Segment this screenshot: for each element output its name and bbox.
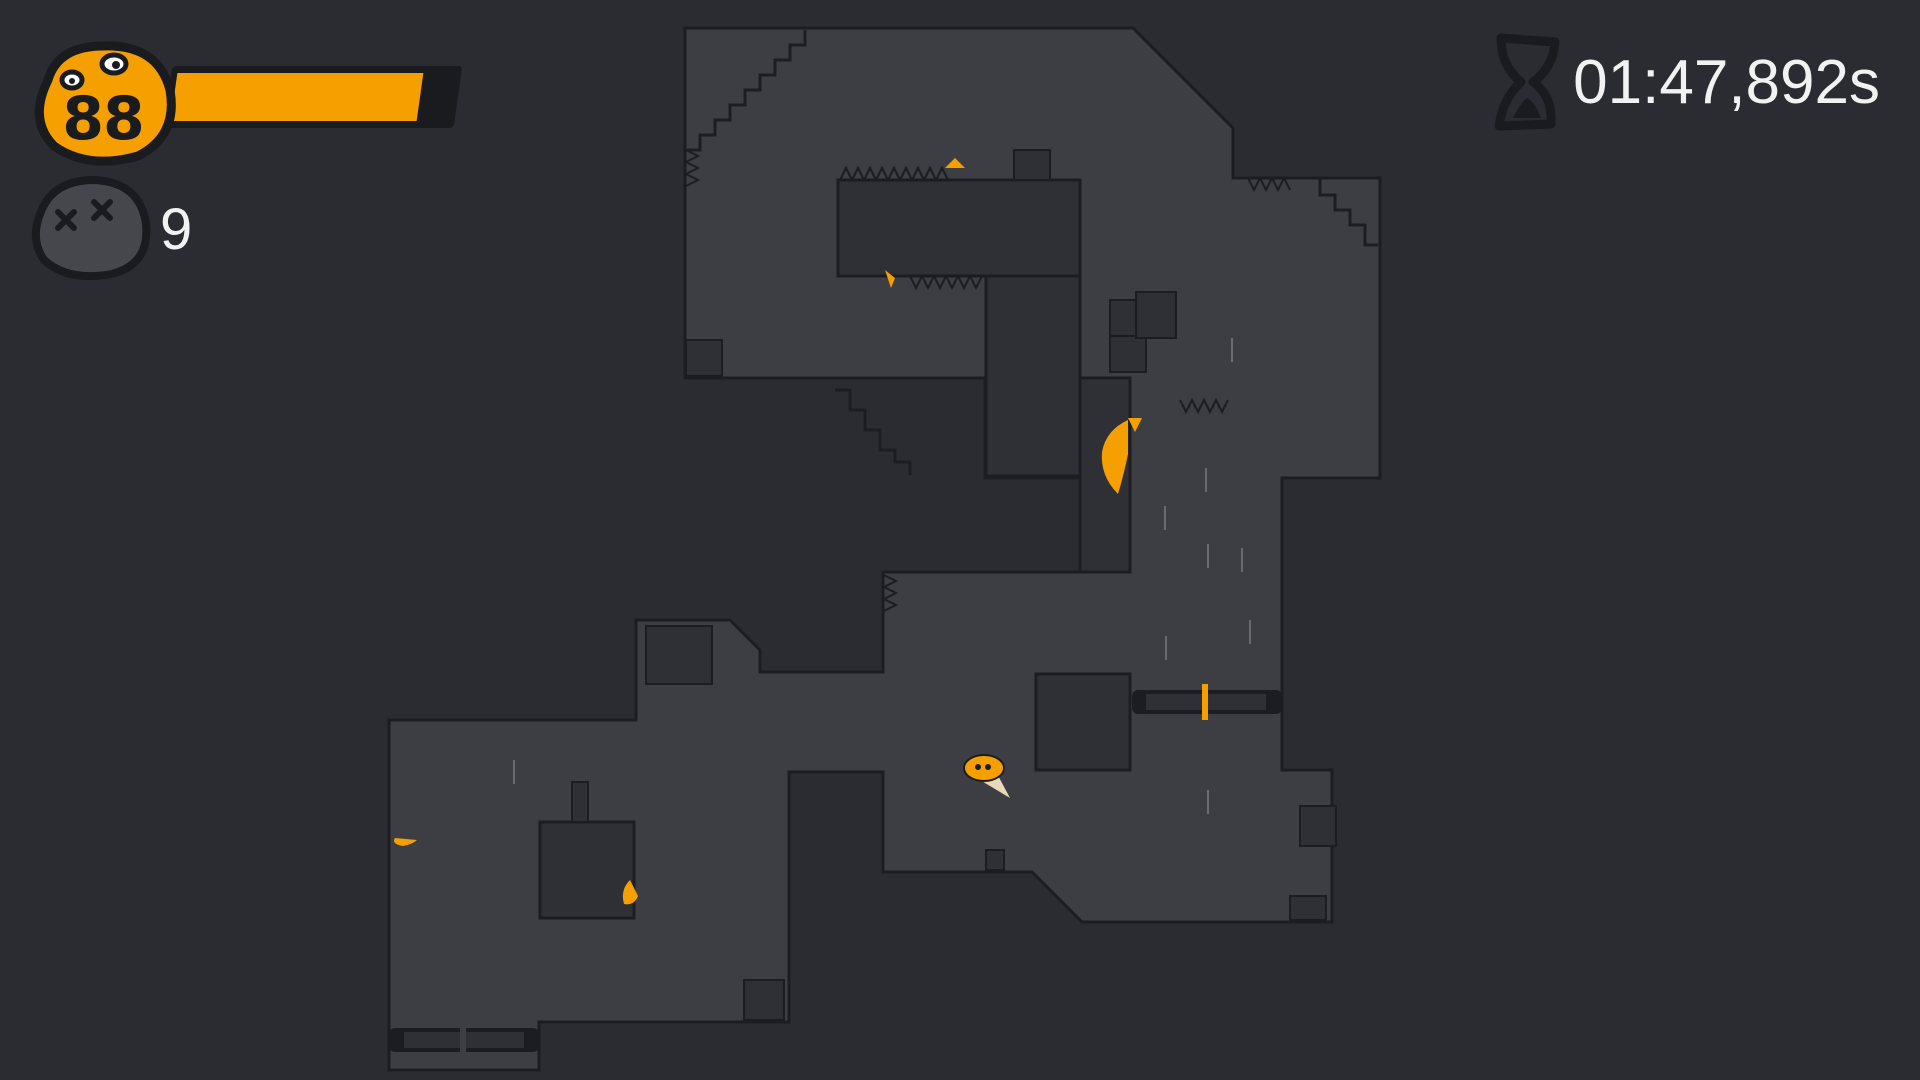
health-bar-fill <box>170 73 424 121</box>
solid-block-lower-left <box>538 820 636 920</box>
staircase-top-left <box>687 30 807 152</box>
spikes-ceiling-right <box>1247 175 1291 193</box>
sliding-platform-bottom <box>389 1022 539 1058</box>
spikes-top-block <box>839 165 949 183</box>
staircase-mid <box>835 388 912 475</box>
player-blob <box>963 754 1010 798</box>
rain-streaks <box>513 338 1251 814</box>
death-count-value: 9 <box>160 197 193 262</box>
hourglass-icon <box>1494 33 1560 131</box>
death-counter: 9 <box>28 174 248 280</box>
solid-block-center <box>1034 672 1132 772</box>
health-value: 88 <box>62 84 145 154</box>
sliding-platform-right <box>1132 684 1282 720</box>
spikes-under-block <box>909 273 983 291</box>
health-meter: 88 <box>28 40 468 166</box>
spikes-wall-left <box>683 149 701 187</box>
blob-face-icon <box>34 41 176 166</box>
spikes-ledge-right <box>1179 397 1229 415</box>
props <box>571 149 1337 1021</box>
run-timer: 01:47,892s <box>1491 32 1880 132</box>
staircase-top-right <box>1305 176 1378 247</box>
solid-block-upper <box>836 178 1082 278</box>
solid-block-upper-right <box>984 274 1082 478</box>
spikes-wall-mid <box>881 574 899 612</box>
dead-blob-icon <box>31 175 151 280</box>
timer-value: 01:47,892s <box>1573 47 1880 117</box>
